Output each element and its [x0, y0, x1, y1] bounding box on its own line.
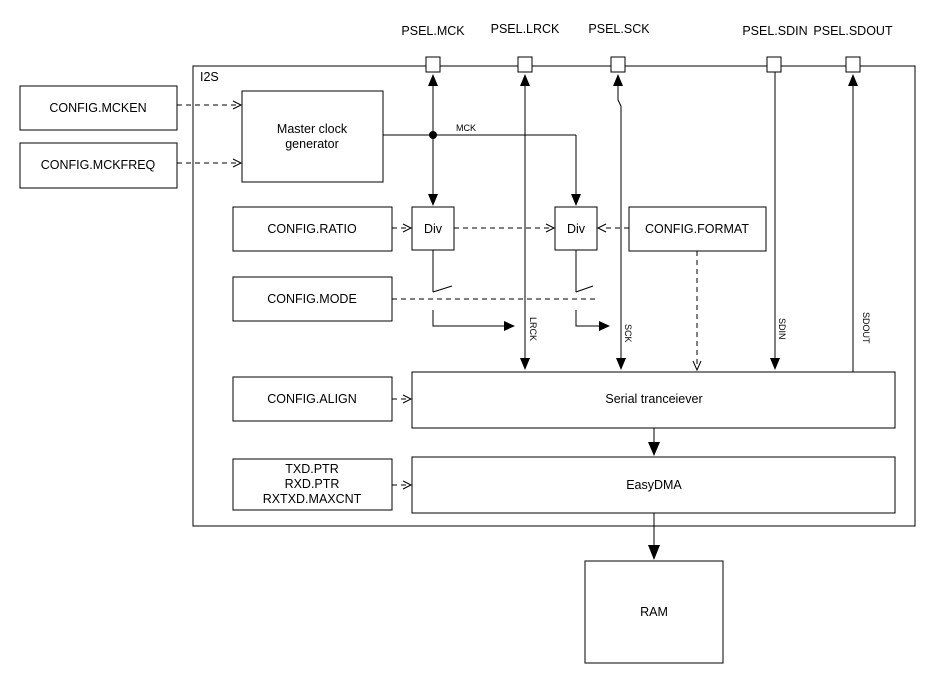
align-serial-arrowhead	[402, 394, 413, 404]
config-ratio-box	[232, 206, 393, 252]
pin-label-mck: PSEL.MCK	[401, 24, 465, 38]
div-box-1	[411, 206, 455, 251]
pin-sdin	[766, 56, 782, 73]
pin-mck	[425, 56, 441, 73]
ram-block	[584, 560, 724, 664]
config-mcken-box	[19, 85, 178, 131]
lrck-switch-arrowhead	[504, 321, 515, 331]
lrck-down-arrow	[520, 358, 530, 370]
sck-switch	[575, 285, 594, 293]
psel-mck-up-arrow	[428, 74, 438, 86]
easydma-ram-arrowhead	[648, 545, 660, 560]
pin-sdout	[845, 56, 861, 73]
sdout-signal-label: SDOUT	[861, 312, 871, 344]
sck-switch-out	[575, 310, 600, 327]
serial-transceiver	[411, 371, 896, 429]
format-serial-arrowhead	[692, 360, 702, 372]
format-div2-arrowhead	[596, 223, 607, 233]
config-align-label: CONFIG.ALIGN	[267, 392, 357, 406]
config-mcken-label: CONFIG.MCKEN	[49, 101, 146, 115]
dma-reg-maxcnt: RXTXD.MAXCNT	[263, 492, 362, 506]
pin-label-sdout: PSEL.SDOUT	[813, 24, 893, 38]
div1-div2-arrowhead	[545, 223, 556, 233]
div-label-2: Div	[567, 222, 586, 236]
pin-label-lrck: PSEL.LRCK	[491, 22, 560, 36]
sdin-arrowhead	[770, 358, 780, 370]
config-ratio-label: CONFIG.RATIO	[267, 222, 357, 236]
sdout-arrowhead	[848, 74, 858, 86]
sck-up-arrow	[613, 74, 623, 86]
dmaregs-easydma-arrowhead	[402, 480, 413, 490]
pin-lrck	[517, 56, 533, 73]
dma-registers-box	[232, 458, 393, 511]
pin-label-sdin: PSEL.SDIN	[742, 24, 807, 38]
lrck-switch	[432, 285, 453, 293]
mck-signal-label: MCK	[456, 123, 476, 133]
sdin-signal-label: SDIN	[777, 318, 787, 340]
i2s-label: I2S	[200, 70, 219, 84]
easydma-label: EasyDMA	[626, 478, 682, 492]
dma-reg-txd-ptr: TXD.PTR	[285, 462, 338, 476]
config-mckfreq-label: CONFIG.MCKFREQ	[41, 158, 156, 172]
config-align-box	[232, 376, 393, 422]
lrck-signal-label: LRCK	[528, 317, 538, 341]
div-box-2	[554, 206, 598, 251]
mckfreq-arrowhead	[232, 158, 243, 168]
config-mckfreq-box	[19, 142, 178, 189]
sck-down-arrow	[616, 358, 626, 370]
config-mode-label: CONFIG.MODE	[267, 292, 357, 306]
sck-signal-label: SCK	[623, 324, 633, 343]
div-label-1: Div	[424, 222, 443, 236]
mck-div2-arrowhead	[571, 194, 581, 206]
sck-switch-arrowhead	[599, 321, 610, 331]
serial-easydma-arrowhead	[648, 442, 660, 456]
master-clock-generator	[241, 90, 384, 183]
sck-line	[617, 86, 622, 358]
pin-sck	[610, 56, 626, 73]
easydma-block	[411, 456, 896, 514]
lrck-switch-out	[432, 310, 505, 327]
ratio-div1-arrowhead	[402, 223, 413, 233]
psel-mck-down-arrow	[428, 194, 438, 206]
master-clock-label-2: generator	[285, 137, 339, 151]
config-format-label: CONFIG.FORMAT	[645, 222, 749, 236]
serial-transceiver-label: Serial tranceiever	[605, 392, 702, 406]
ram-label: RAM	[640, 605, 668, 619]
config-mode-box	[232, 276, 393, 322]
master-clock-label-1: Master clock	[277, 122, 348, 136]
dma-reg-rxd-ptr: RXD.PTR	[285, 477, 340, 491]
pin-label-sck: PSEL.SCK	[588, 22, 650, 36]
lrck-up-arrow	[520, 74, 530, 86]
mcken-arrowhead	[232, 100, 243, 110]
